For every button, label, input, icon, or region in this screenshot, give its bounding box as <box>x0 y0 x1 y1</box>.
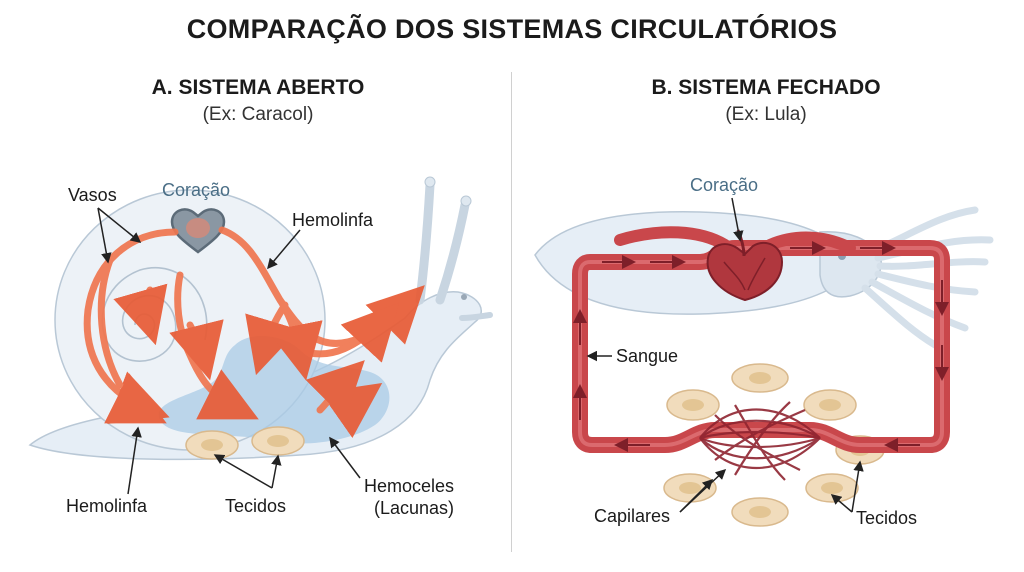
label-closed-heart: Coração <box>690 175 759 195</box>
label-closed-tissues: Tecidos <box>856 508 918 528</box>
snail-tentacle-eye <box>435 200 470 305</box>
label-open-heart: Coração <box>162 180 231 200</box>
label-hemolymph-bottom: Hemolinfa <box>66 496 148 516</box>
panel-a-subtitle: (Ex: Caracol) <box>202 104 314 125</box>
closed-heart <box>706 241 784 302</box>
label-hemocoel: Hemoceles <box>364 476 455 496</box>
panel-b-title: B. SISTEMA FECHADO <box>651 76 881 99</box>
label-blood: Sangue <box>616 346 679 366</box>
label-vessels: Vasos <box>68 185 117 205</box>
label-hemolymph-top: Hemolinfa <box>292 210 374 230</box>
label-open-tissues: Tecidos <box>225 496 287 516</box>
diagram-title: COMPARAÇÃO DOS SISTEMAS CIRCULATÓRIOS <box>186 14 838 44</box>
panel-b-subtitle: (Ex: Lula) <box>725 104 807 125</box>
panel-divider <box>511 72 512 552</box>
label-capillaries: Capilares <box>594 506 671 526</box>
label-hemocoel-lacunae: (Lacunas) <box>374 498 455 518</box>
panel-a-title: A. SISTEMA ABERTO <box>151 76 365 99</box>
capillary-network <box>699 401 821 481</box>
